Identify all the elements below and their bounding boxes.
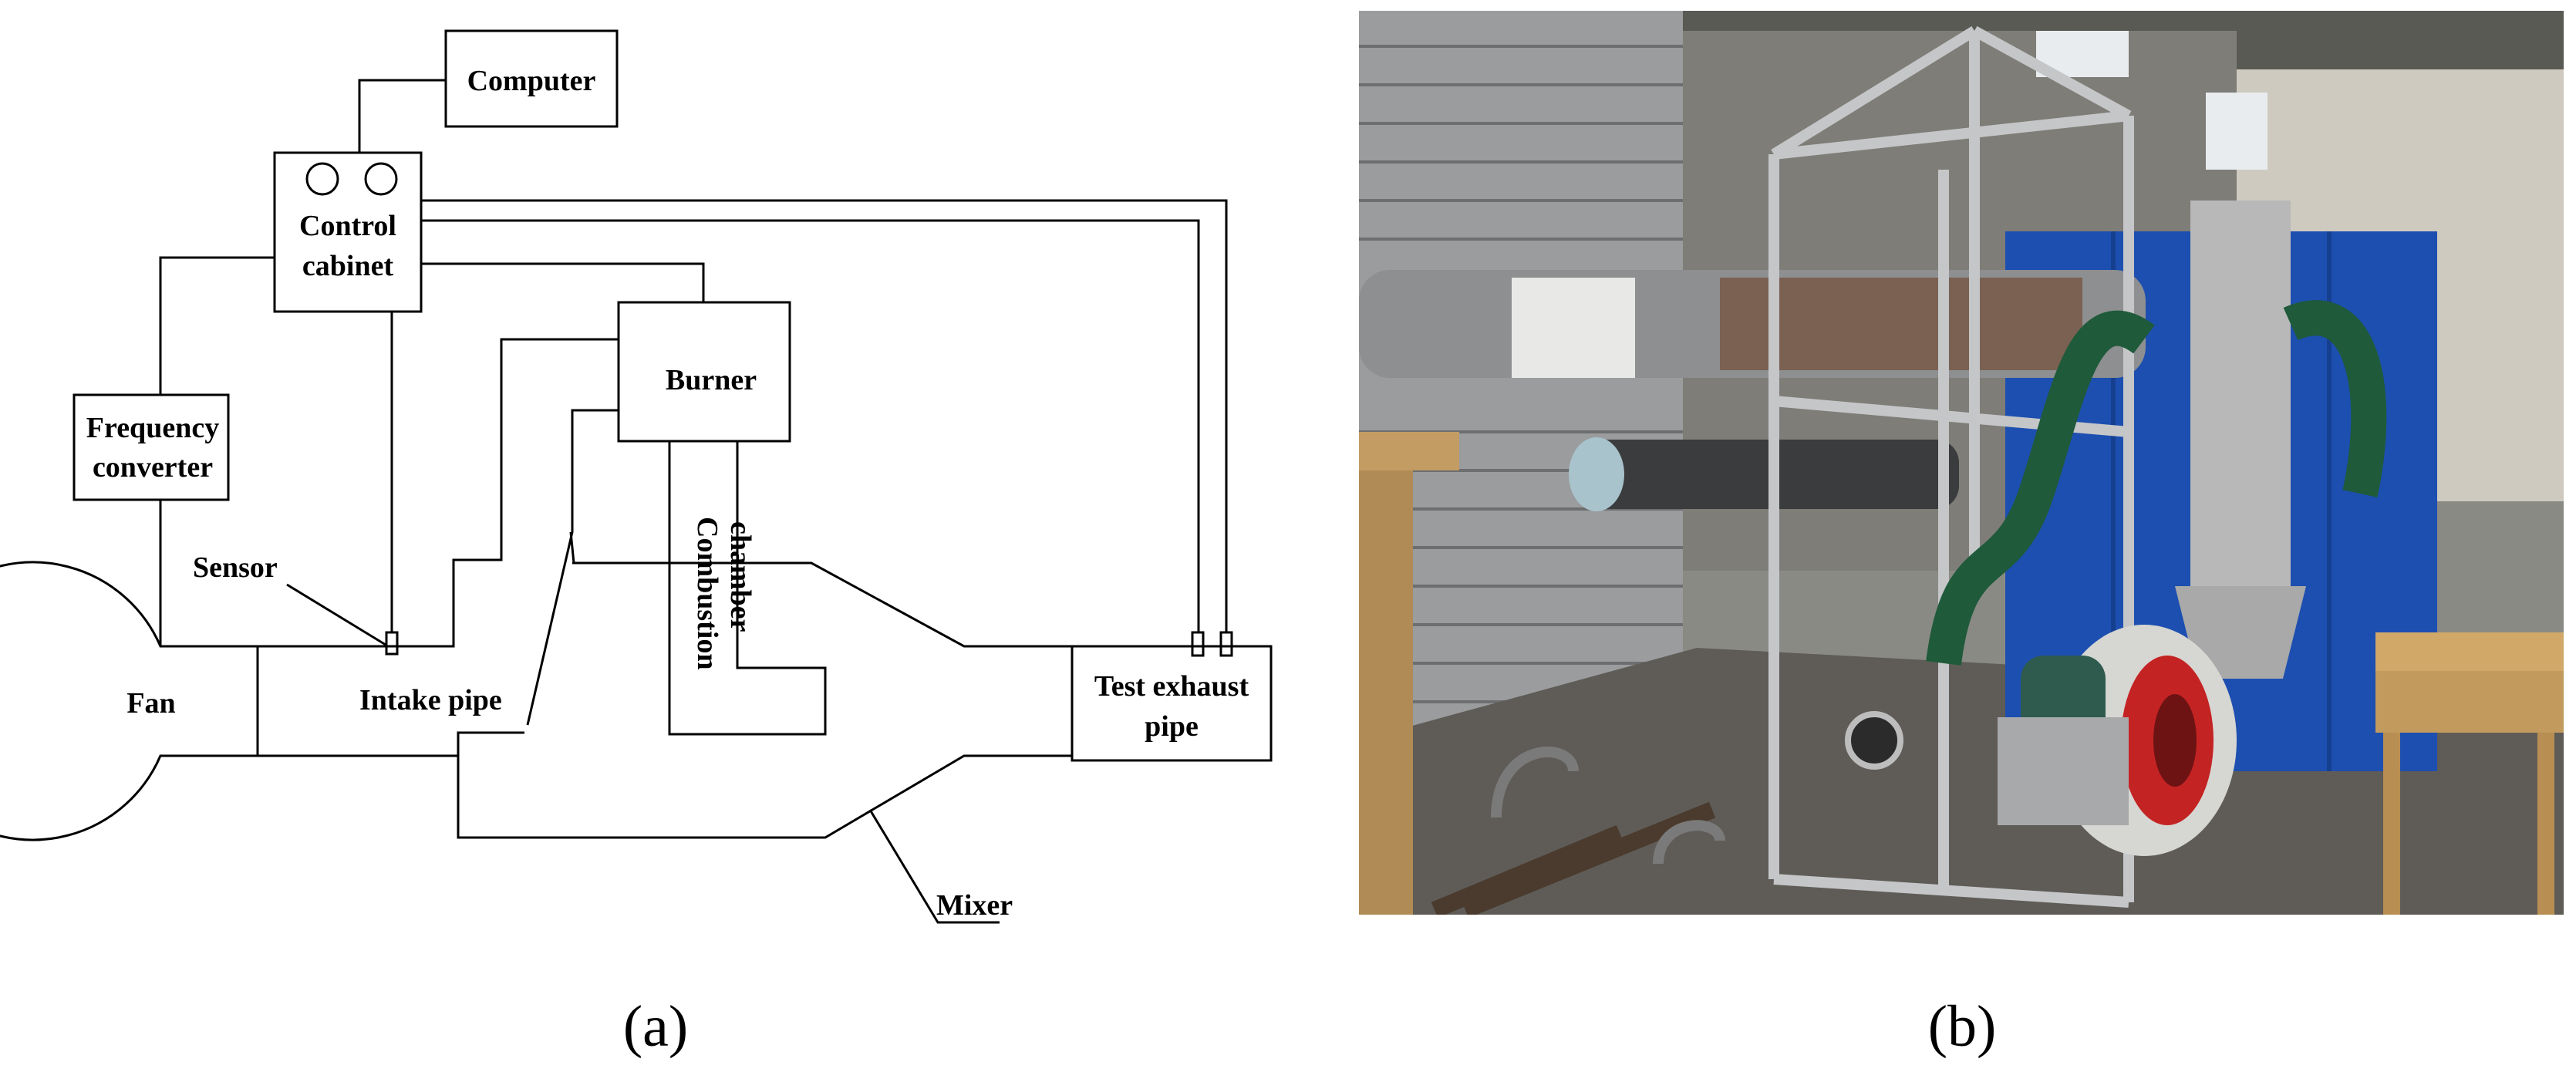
mixer-label: Mixer — [936, 889, 1013, 922]
control-cabinet-knob-right — [364, 162, 398, 196]
exhaust-sensor-left — [1191, 631, 1205, 657]
experimental-rig-photo: (b) — [1359, 11, 2564, 1059]
photo-green-hose — [1926, 310, 2155, 666]
exhaust-sensor-cable-inner — [421, 219, 1200, 632]
photo-shutter-slats — [1359, 45, 1683, 703]
intake-pipe-bottom-edge — [258, 731, 524, 757]
sensor-label: Sensor — [193, 551, 278, 584]
burner-cable — [421, 262, 705, 302]
burner-label: Burner — [666, 364, 757, 396]
photo-wood-post — [1359, 432, 1413, 915]
computer-box — [444, 29, 619, 128]
mixer-leader — [868, 809, 1000, 924]
computer-cable — [358, 79, 446, 153]
frequency-converter-box — [72, 393, 230, 501]
intake-sensor — [385, 631, 399, 656]
photo-floor-valve — [1845, 711, 1903, 770]
sensor-leader — [286, 583, 386, 646]
test-exhaust-pipe-label-line2: pipe — [1145, 710, 1199, 743]
photo-window-2 — [2206, 93, 2267, 170]
intake-pipe-label: Intake pipe — [359, 684, 502, 716]
mixer-upper-duct — [572, 561, 1072, 648]
fan-label: Fan — [126, 687, 175, 720]
photo-table-top — [2375, 632, 2564, 671]
photo-lower-pipe — [1573, 440, 1959, 509]
computer-label: Computer — [467, 65, 596, 97]
photo-exhaust-stack — [2190, 201, 2291, 586]
test-exhaust-pipe-label-line1: Test exhaust — [1094, 670, 1249, 703]
converter-cable — [159, 256, 275, 395]
exhaust-sensor-right — [1219, 631, 1233, 657]
photo-steel-frame — [1768, 25, 2134, 908]
exhaust-sensor-cable-outer — [421, 199, 1228, 632]
test-exhaust-pipe-box — [1071, 645, 1273, 762]
photo-foreground-rack — [1431, 801, 1716, 915]
intake-pipe-top-edge — [258, 338, 619, 648]
combustion-chamber-label-line1: Combustion — [691, 517, 723, 670]
schematic-diagram: Computer Control cabinet Burner Frequenc… — [0, 29, 1273, 1059]
frequency-converter-label-line1: Frequency — [86, 412, 219, 444]
control-cabinet-label-line2: cabinet — [302, 250, 394, 282]
control-cabinet-box — [273, 151, 423, 313]
caption-a: (a) — [623, 994, 688, 1059]
mixer-lower-duct — [457, 754, 1072, 839]
intake-pipe-leader — [569, 531, 575, 564]
caption-b: (b) — [1928, 994, 1997, 1059]
burner-feed-line — [526, 409, 619, 726]
fan-housing — [0, 561, 259, 841]
control-cabinet-label-line1: Control — [299, 210, 396, 242]
control-cabinet-knob-left — [305, 162, 339, 196]
frequency-converter-label-line2: converter — [93, 451, 213, 484]
combustion-chamber-label-line2: chamber — [724, 521, 757, 632]
combustion-chamber-outline — [668, 441, 827, 736]
